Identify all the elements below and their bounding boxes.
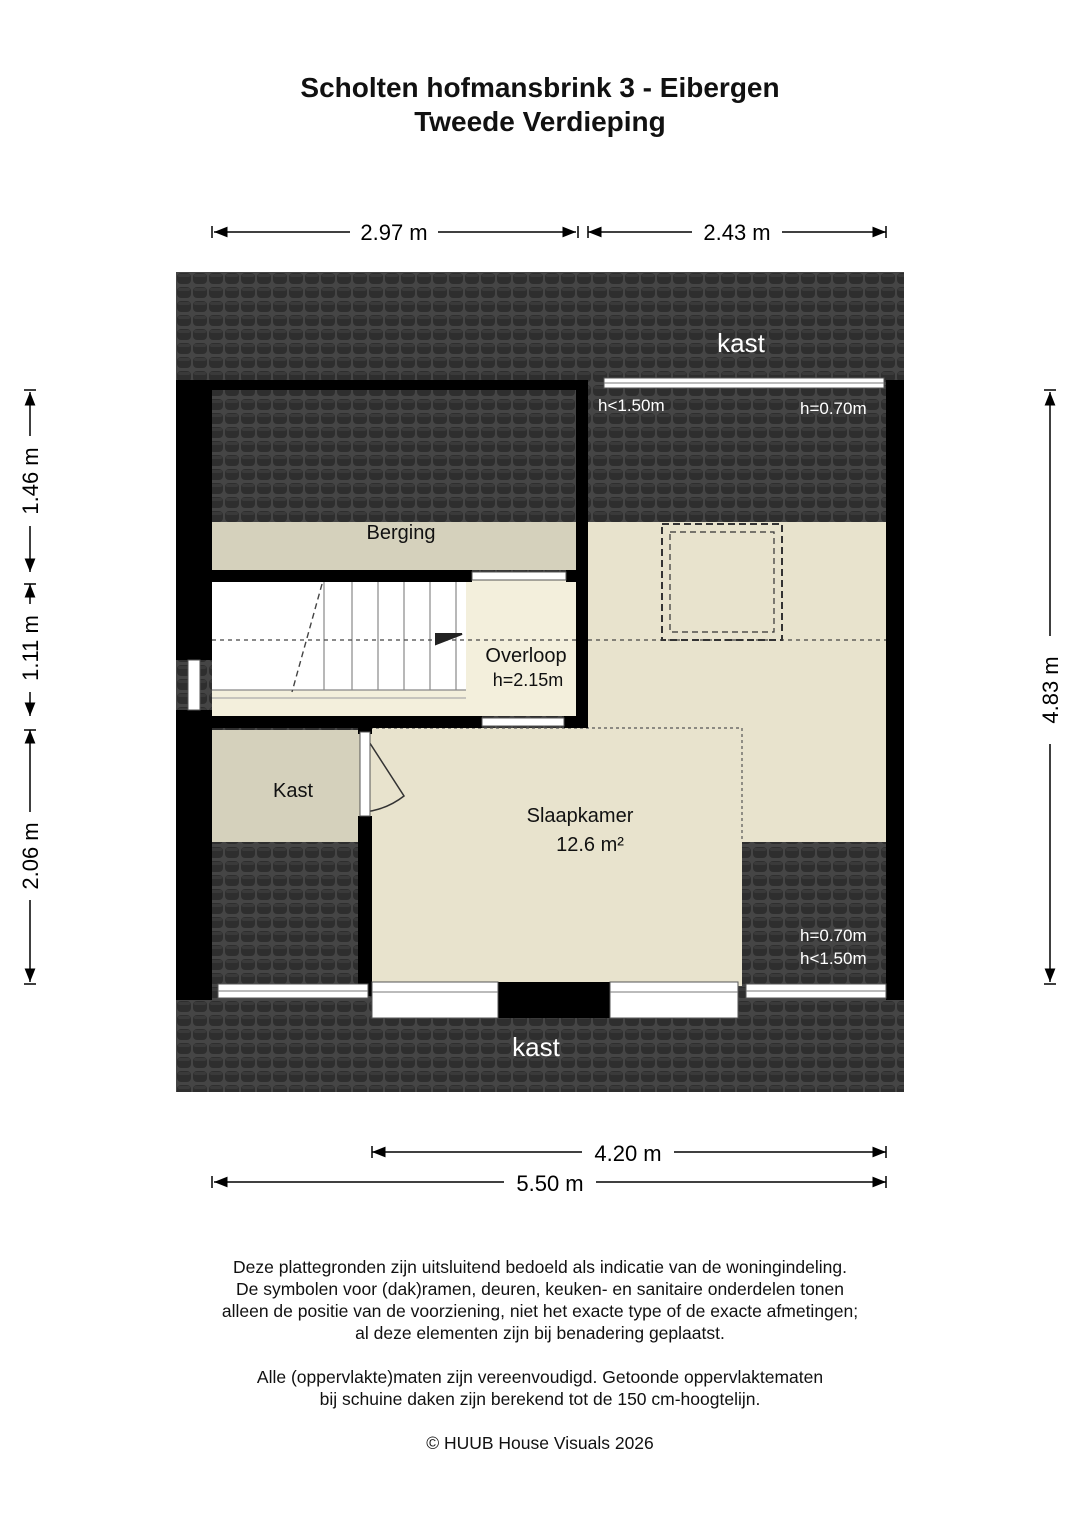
room-label-kast-bottom: kast (512, 1032, 560, 1062)
window-top (603, 377, 885, 389)
room-label-kast-top: kast (717, 328, 765, 358)
window-bottom-right (745, 983, 887, 999)
room-area-slaapkamer: 12.6 m² (556, 834, 624, 856)
room-label-slaapkamer: Slaapkamer (527, 805, 634, 827)
stair-cut-line (291, 583, 323, 693)
copyright-notice: © HUUB House Visuals 2026 (426, 1433, 654, 1453)
dimension-lines (24, 226, 1056, 1188)
dim-top-left: 2.97 m (360, 220, 427, 245)
berging-floor (212, 522, 578, 570)
window-left (187, 659, 201, 711)
dim-bottom-outer: 5.50 m (516, 1171, 583, 1196)
slope-line (370, 727, 743, 842)
staircase (212, 582, 466, 699)
window-bottom-left (217, 983, 369, 999)
dim-top-right: 2.43 m (703, 220, 770, 245)
height-marker-top-right: h=0.70m (800, 399, 867, 418)
disclaimer-line-3: alleen de positie van de voorziening, ni… (221, 1301, 859, 1321)
disclaimer-line-4: al deze elementen zijn bij benadering ge… (355, 1323, 725, 1343)
skylight-inner-icon (669, 531, 775, 633)
plan-subtitle: Tweede Verdieping (414, 106, 666, 137)
disclaimer-line-1: Deze plattegronden zijn uitsluitend bedo… (233, 1257, 847, 1277)
kast-floor (212, 730, 360, 842)
walls (176, 380, 904, 1018)
slaapkamer-floor (370, 728, 742, 986)
door-berging (471, 571, 567, 581)
overloop-lower-floor (212, 690, 470, 716)
dim-left-bottom: 2.06 m (18, 822, 43, 889)
height-marker-top-left: h<1.50m (598, 396, 665, 415)
disclaimer-line-6: bij schuine daken zijn berekend tot de 1… (319, 1389, 761, 1409)
disclaimer-line-5: Alle (oppervlakte)maten zijn vereenvoudi… (256, 1367, 824, 1387)
skylight-outer-icon (661, 523, 783, 641)
dim-left-top: 1.46 m (18, 447, 43, 514)
height-marker-bottom-2: h<1.50m (800, 949, 867, 968)
room-label-berging: Berging (367, 522, 436, 544)
stair-arrow-head-icon (435, 633, 463, 646)
dimension-ticks (24, 226, 1056, 1188)
overloop-floor (466, 580, 578, 716)
disclaimer-line-2: De symbolen voor (dak)ramen, deuren, keu… (236, 1279, 844, 1299)
room-label-kast: Kast (273, 780, 313, 802)
dim-bottom-inner: 4.20 m (594, 1141, 661, 1166)
dormer-window-left (371, 981, 499, 1019)
room-label-overloop: Overloop (485, 645, 566, 667)
plan-title: Scholten hofmansbrink 3 - Eibergen (300, 72, 780, 103)
dim-right: 4.83 m (1038, 656, 1063, 723)
height-marker-bottom-1: h=0.70m (800, 926, 867, 945)
overloop-height: h=2.15m (493, 670, 564, 690)
door-slaapkamer (481, 717, 565, 727)
dormer-window-right (609, 981, 739, 1019)
dim-left-middle: 1.11 m (18, 615, 43, 681)
door-kast (359, 731, 371, 817)
